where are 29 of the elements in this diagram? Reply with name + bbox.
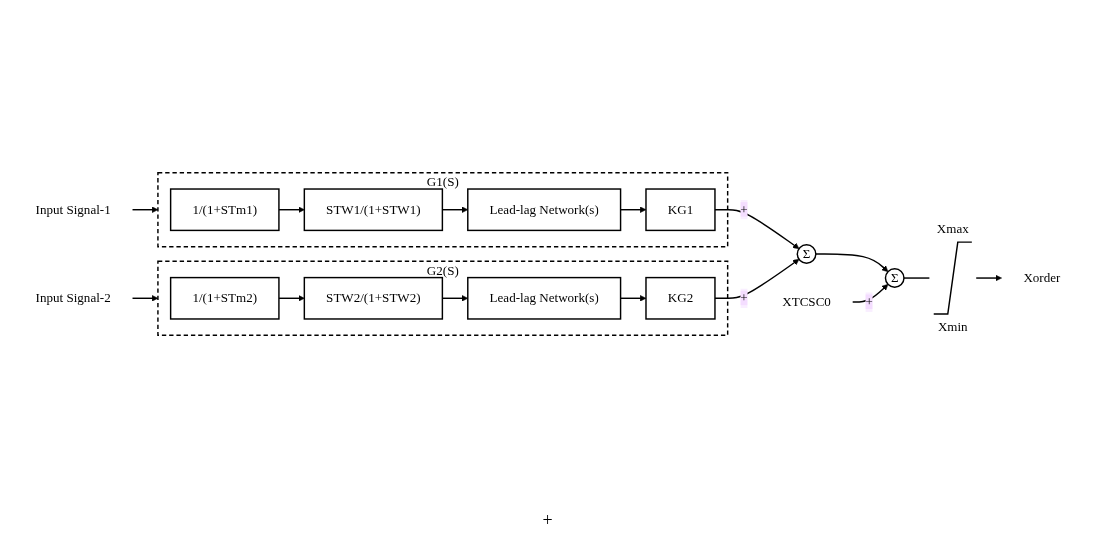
limit-label: Xmax [936, 221, 969, 237]
cluster [156, 260, 728, 337]
arrow [131, 206, 158, 213]
node-box [169, 276, 280, 320]
arrow [851, 284, 888, 303]
limit-label: Xmin [937, 319, 968, 335]
node-box [303, 276, 443, 320]
node-text: Xorder [1022, 270, 1060, 285]
node-box [303, 188, 443, 232]
node-text: Input Signal-1 [35, 202, 111, 217]
arrow [441, 206, 468, 213]
arrow [974, 274, 1002, 282]
node-text: XTCSC0 [781, 294, 831, 309]
node-box [466, 276, 621, 320]
node-box [644, 276, 716, 320]
edge-label: + [739, 290, 748, 306]
node-text: Input Signal-2 [35, 290, 111, 306]
cluster [156, 171, 728, 248]
edge-label: + [739, 202, 748, 217]
node-box [169, 188, 280, 232]
node-circle [884, 268, 905, 289]
node-box [466, 188, 621, 232]
block-diagram: G1(S) G2(S) + + + 1/(1+STm1) STW1/(1+STW1) Lead-lag Network(s) KG1 1/(1+STm2) STW2/(1+STW2) Lead-lag Network(s) KG2 Input Signal-1 Input Signal-2 Σ Σ XTCSC0 Xorder Xmax Xmin [7, 0, 1088, 508]
arrow [131, 295, 158, 302]
sign-label: + [542, 510, 553, 530]
node-circle [796, 244, 817, 264]
arrow [441, 295, 468, 302]
edge-label: + [864, 294, 873, 309]
node-box [644, 188, 716, 232]
